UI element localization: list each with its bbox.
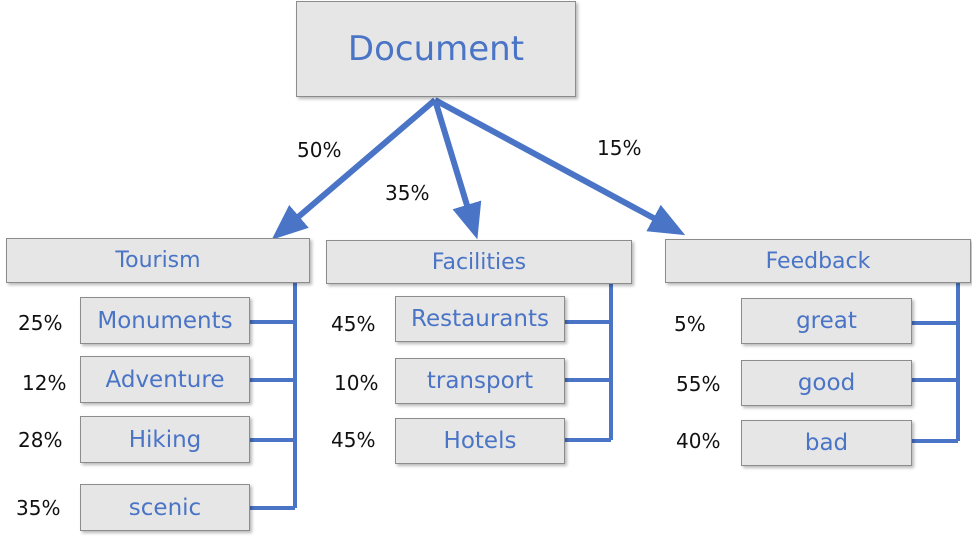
restaurants-label: Restaurants — [411, 306, 549, 332]
facilities-label: Facilities — [431, 249, 527, 275]
adventure-label: Adventure — [105, 366, 225, 393]
bad-node: bad — [741, 420, 912, 466]
hotels-weight: 45% — [331, 428, 376, 452]
facilities-node: Facilities — [326, 240, 632, 284]
facilities-weight: 35% — [385, 181, 430, 205]
tourism-bracket — [250, 283, 297, 510]
hiking-label: Hiking — [128, 426, 202, 453]
arrow-to-facilities — [432, 99, 482, 240]
arrow-to-tourism — [271, 97, 437, 240]
good-node: good — [741, 360, 912, 406]
bad-weight: 40% — [676, 429, 721, 453]
great-label: great — [796, 308, 857, 334]
good-weight: 55% — [676, 372, 721, 396]
document-node: Document — [296, 1, 576, 97]
adventure-node: Adventure — [80, 356, 250, 403]
hiking-weight: 28% — [18, 428, 63, 452]
adventure-weight: 12% — [22, 371, 67, 395]
transport-weight: 10% — [334, 371, 379, 395]
great-node: great — [741, 298, 912, 344]
feedback-node: Feedback — [665, 239, 971, 283]
feedback-bracket — [912, 283, 960, 443]
good-label: good — [797, 370, 856, 396]
great-weight: 5% — [674, 312, 706, 336]
scenic-node: scenic — [80, 484, 250, 531]
hotels-node: Hotels — [395, 418, 565, 464]
bad-label: bad — [804, 430, 849, 456]
feedback-weight: 15% — [597, 136, 642, 160]
monuments-weight: 25% — [18, 311, 63, 335]
hotels-label: Hotels — [443, 428, 517, 454]
restaurants-weight: 45% — [331, 312, 376, 336]
facilities-bracket — [565, 283, 613, 442]
scenic-label: scenic — [128, 494, 202, 521]
monuments-node: Monuments — [80, 297, 250, 344]
scenic-weight: 35% — [16, 496, 61, 520]
restaurants-node: Restaurants — [395, 296, 565, 342]
hiking-node: Hiking — [80, 416, 250, 463]
transport-label: transport — [426, 368, 534, 394]
tourism-label: Tourism — [115, 248, 201, 273]
feedback-label: Feedback — [765, 248, 871, 274]
arrow-to-feedback — [433, 97, 686, 236]
tourism-weight: 50% — [297, 138, 342, 162]
document-label: Document — [347, 29, 525, 69]
tourism-node: Tourism — [6, 238, 310, 283]
transport-node: transport — [395, 358, 565, 404]
monuments-label: Monuments — [97, 307, 233, 334]
